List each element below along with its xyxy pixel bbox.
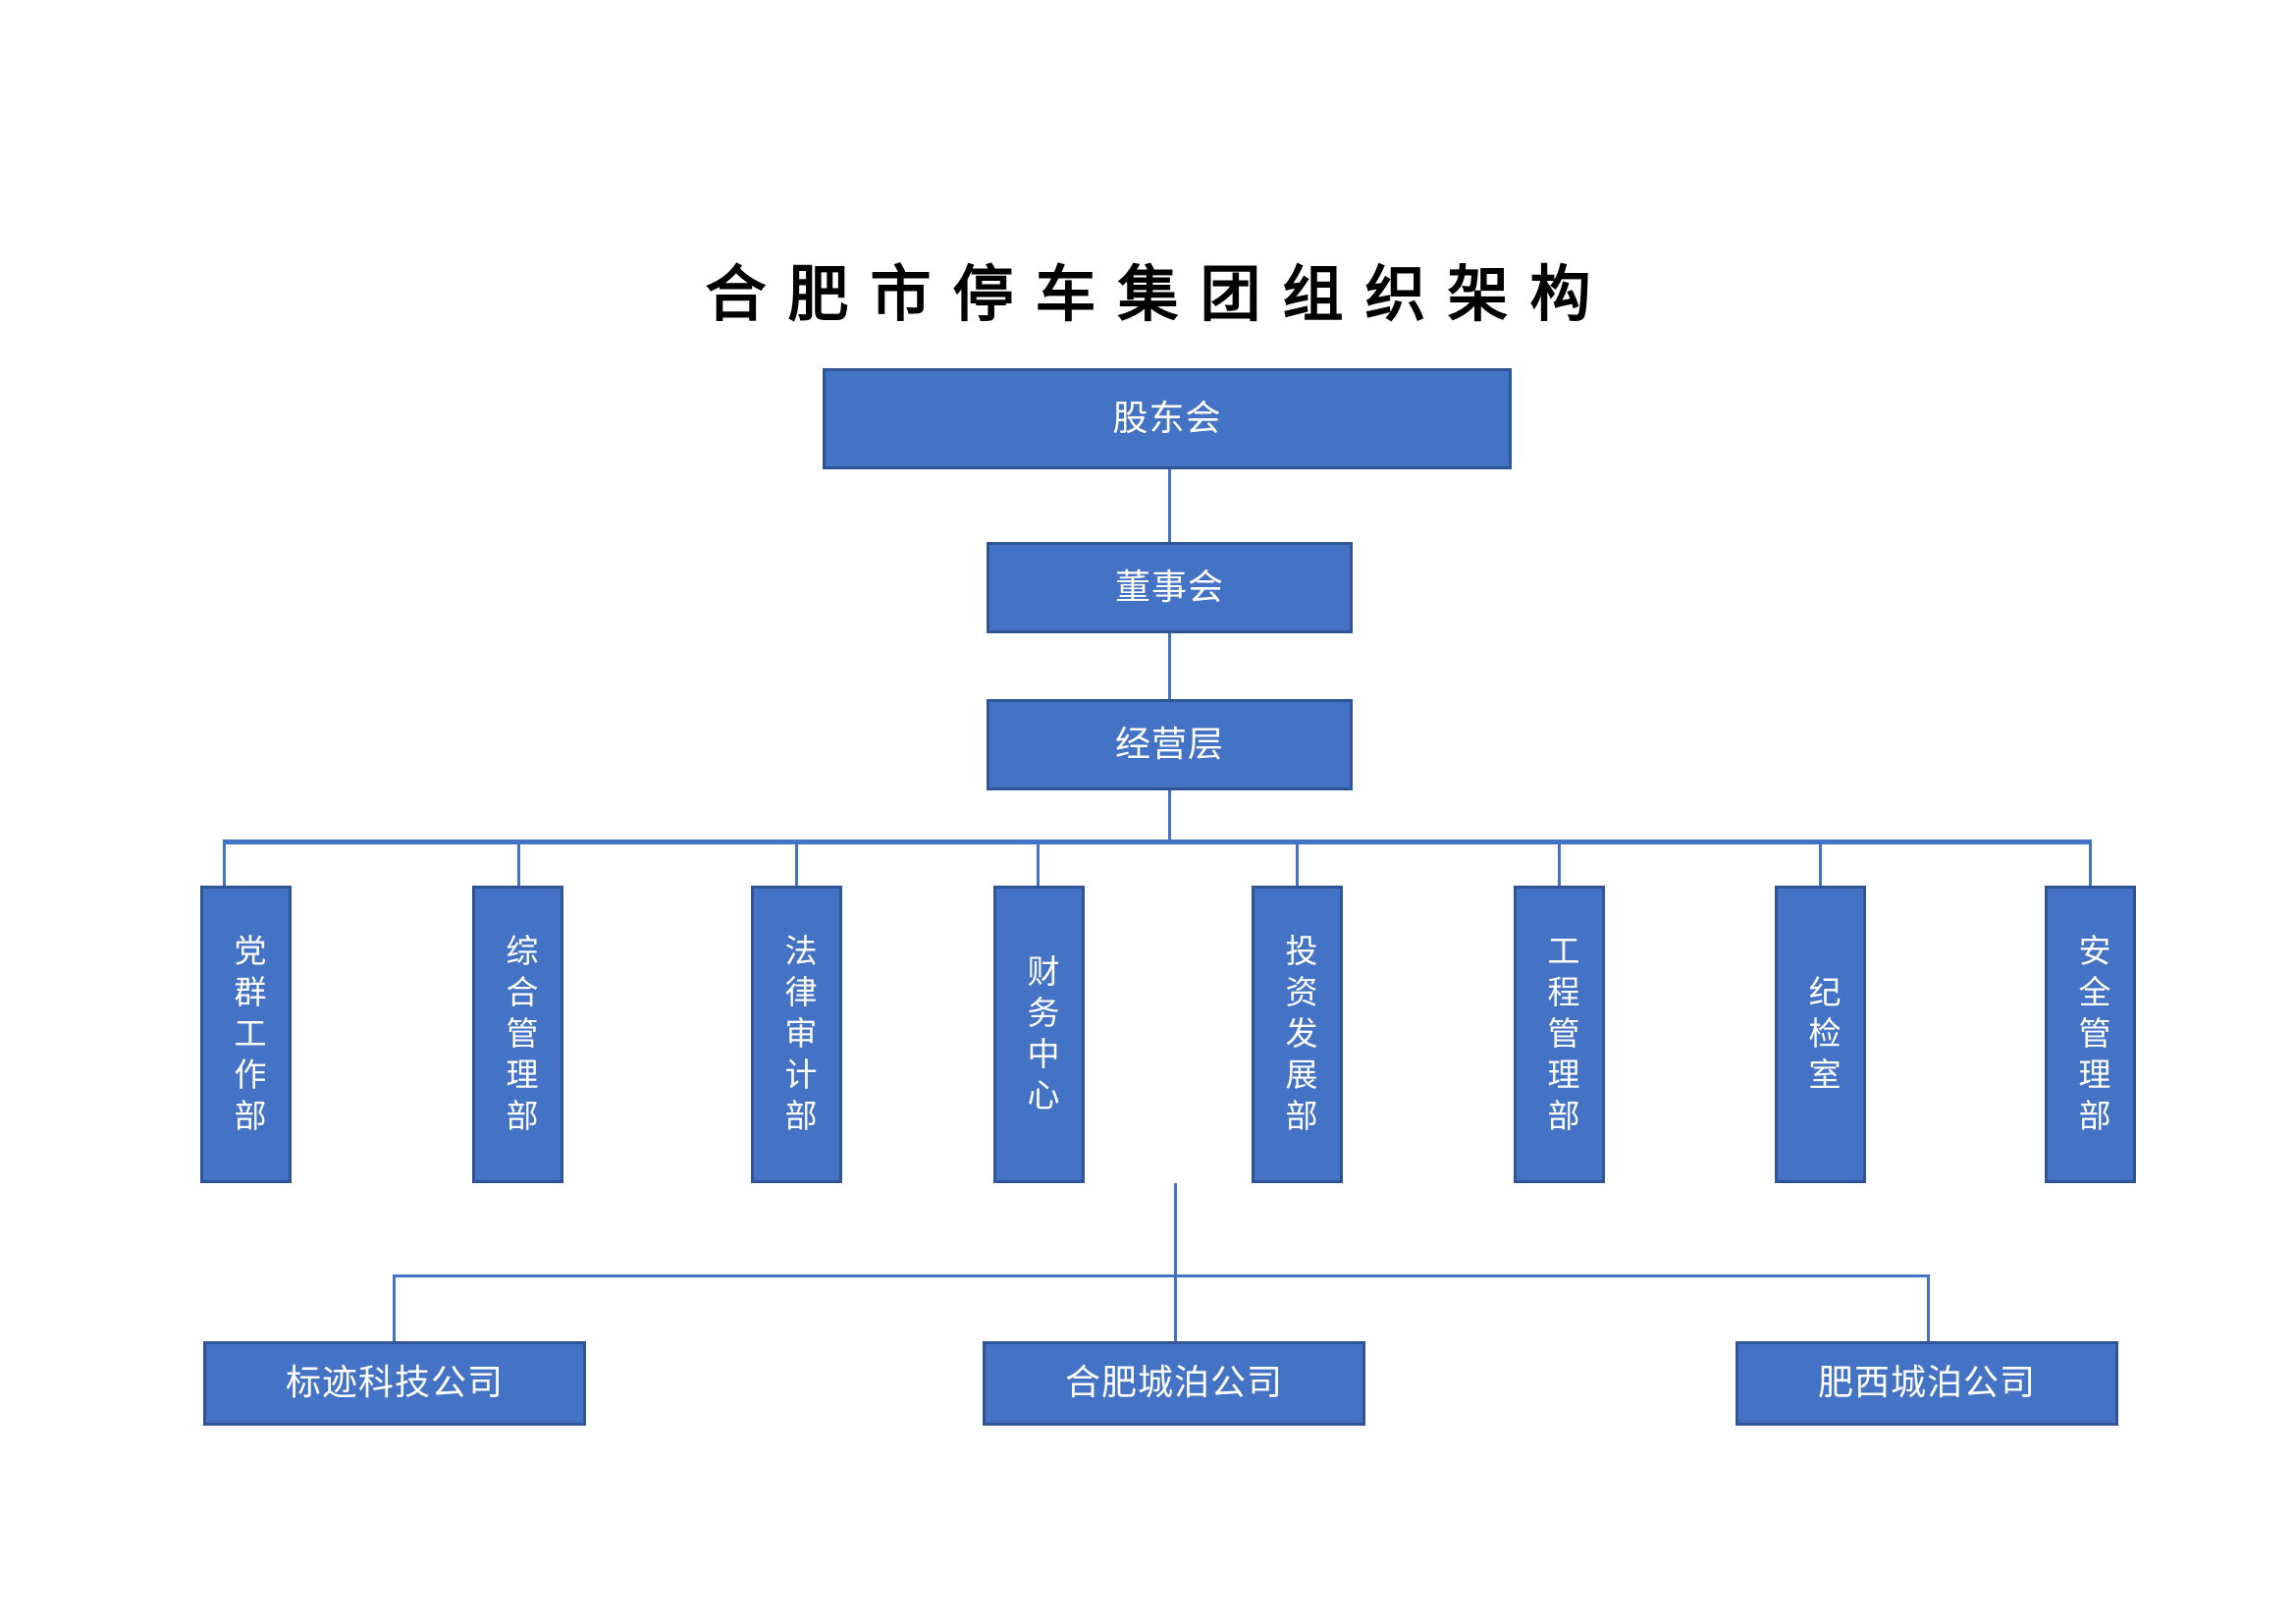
node-dept-3-label: 法律审计部 (778, 933, 815, 1140)
connector-bus-to-dept-3 (795, 839, 798, 888)
node-dept-5-label: 投资发展部 (1279, 933, 1315, 1140)
connector-bus-to-dept-5 (1296, 839, 1299, 888)
node-dept-8-label: 安全管理部 (2072, 933, 2109, 1140)
node-dept-1-label: 党群工作部 (228, 933, 264, 1140)
node-subsidiary-hefei-chengbo[interactable]: 合肥城泊公司 (983, 1341, 1365, 1426)
connector-bus-to-dept-1 (223, 839, 226, 888)
node-dept-4-label: 财务中心 (1021, 953, 1057, 1119)
connector-bus-to-dept-7 (1819, 839, 1822, 888)
connector-bus-to-dept-4 (1037, 839, 1040, 888)
connector-department-bus (223, 839, 2092, 844)
connector-bus-to-sub-3 (1927, 1274, 1930, 1343)
node-dept-finance-center[interactable]: 财务中心 (993, 886, 1085, 1183)
node-dept-investment-development[interactable]: 投资发展部 (1252, 886, 1343, 1183)
connector-subsidiary-bus (393, 1274, 1930, 1277)
node-subsidiary-feixi-chengbo[interactable]: 肥西城泊公司 (1735, 1341, 2118, 1426)
node-board[interactable]: 董事会 (987, 542, 1353, 633)
connector-management-drop (1168, 790, 1171, 841)
node-dept-legal-audit[interactable]: 法律审计部 (751, 886, 842, 1183)
connector-bus-to-dept-2 (517, 839, 520, 888)
node-dept-7-label: 纪检室 (1802, 974, 1839, 1099)
node-management[interactable]: 经营层 (987, 699, 1353, 790)
node-sub-3-label: 肥西城泊公司 (1817, 1363, 2036, 1403)
node-management-label: 经营层 (1114, 724, 1224, 764)
node-dept-discipline-inspection[interactable]: 纪检室 (1775, 886, 1866, 1183)
node-subsidiary-biaoji-tech[interactable]: 标迹科技公司 (203, 1341, 586, 1426)
page-title: 合肥市停车集团组织架构 (705, 258, 1613, 330)
node-dept-6-label: 工程管理部 (1541, 933, 1577, 1140)
connector-bus-to-dept-8 (2089, 839, 2092, 888)
node-dept-general-management[interactable]: 综合管理部 (472, 886, 563, 1183)
node-dept-safety-management[interactable]: 安全管理部 (2045, 886, 2136, 1183)
connector-bus-to-sub-2 (1174, 1274, 1177, 1343)
node-dept-engineering-management[interactable]: 工程管理部 (1514, 886, 1605, 1183)
node-shareholders[interactable]: 股东会 (823, 368, 1512, 469)
node-dept-2-label: 综合管理部 (500, 933, 536, 1140)
node-sub-1-label: 标迹科技公司 (285, 1363, 504, 1403)
connector-bus-to-dept-6 (1558, 839, 1561, 888)
node-shareholders-label: 股东会 (1112, 398, 1222, 438)
node-sub-2-label: 合肥城泊公司 (1064, 1363, 1283, 1403)
connector-bus-to-sub-1 (393, 1274, 396, 1343)
node-dept-party-affairs[interactable]: 党群工作部 (200, 886, 292, 1183)
connector-shareholders-to-board (1168, 469, 1171, 544)
connector-board-to-management (1168, 633, 1171, 699)
node-board-label: 董事会 (1114, 567, 1224, 607)
connector-finance-drop (1174, 1183, 1177, 1277)
